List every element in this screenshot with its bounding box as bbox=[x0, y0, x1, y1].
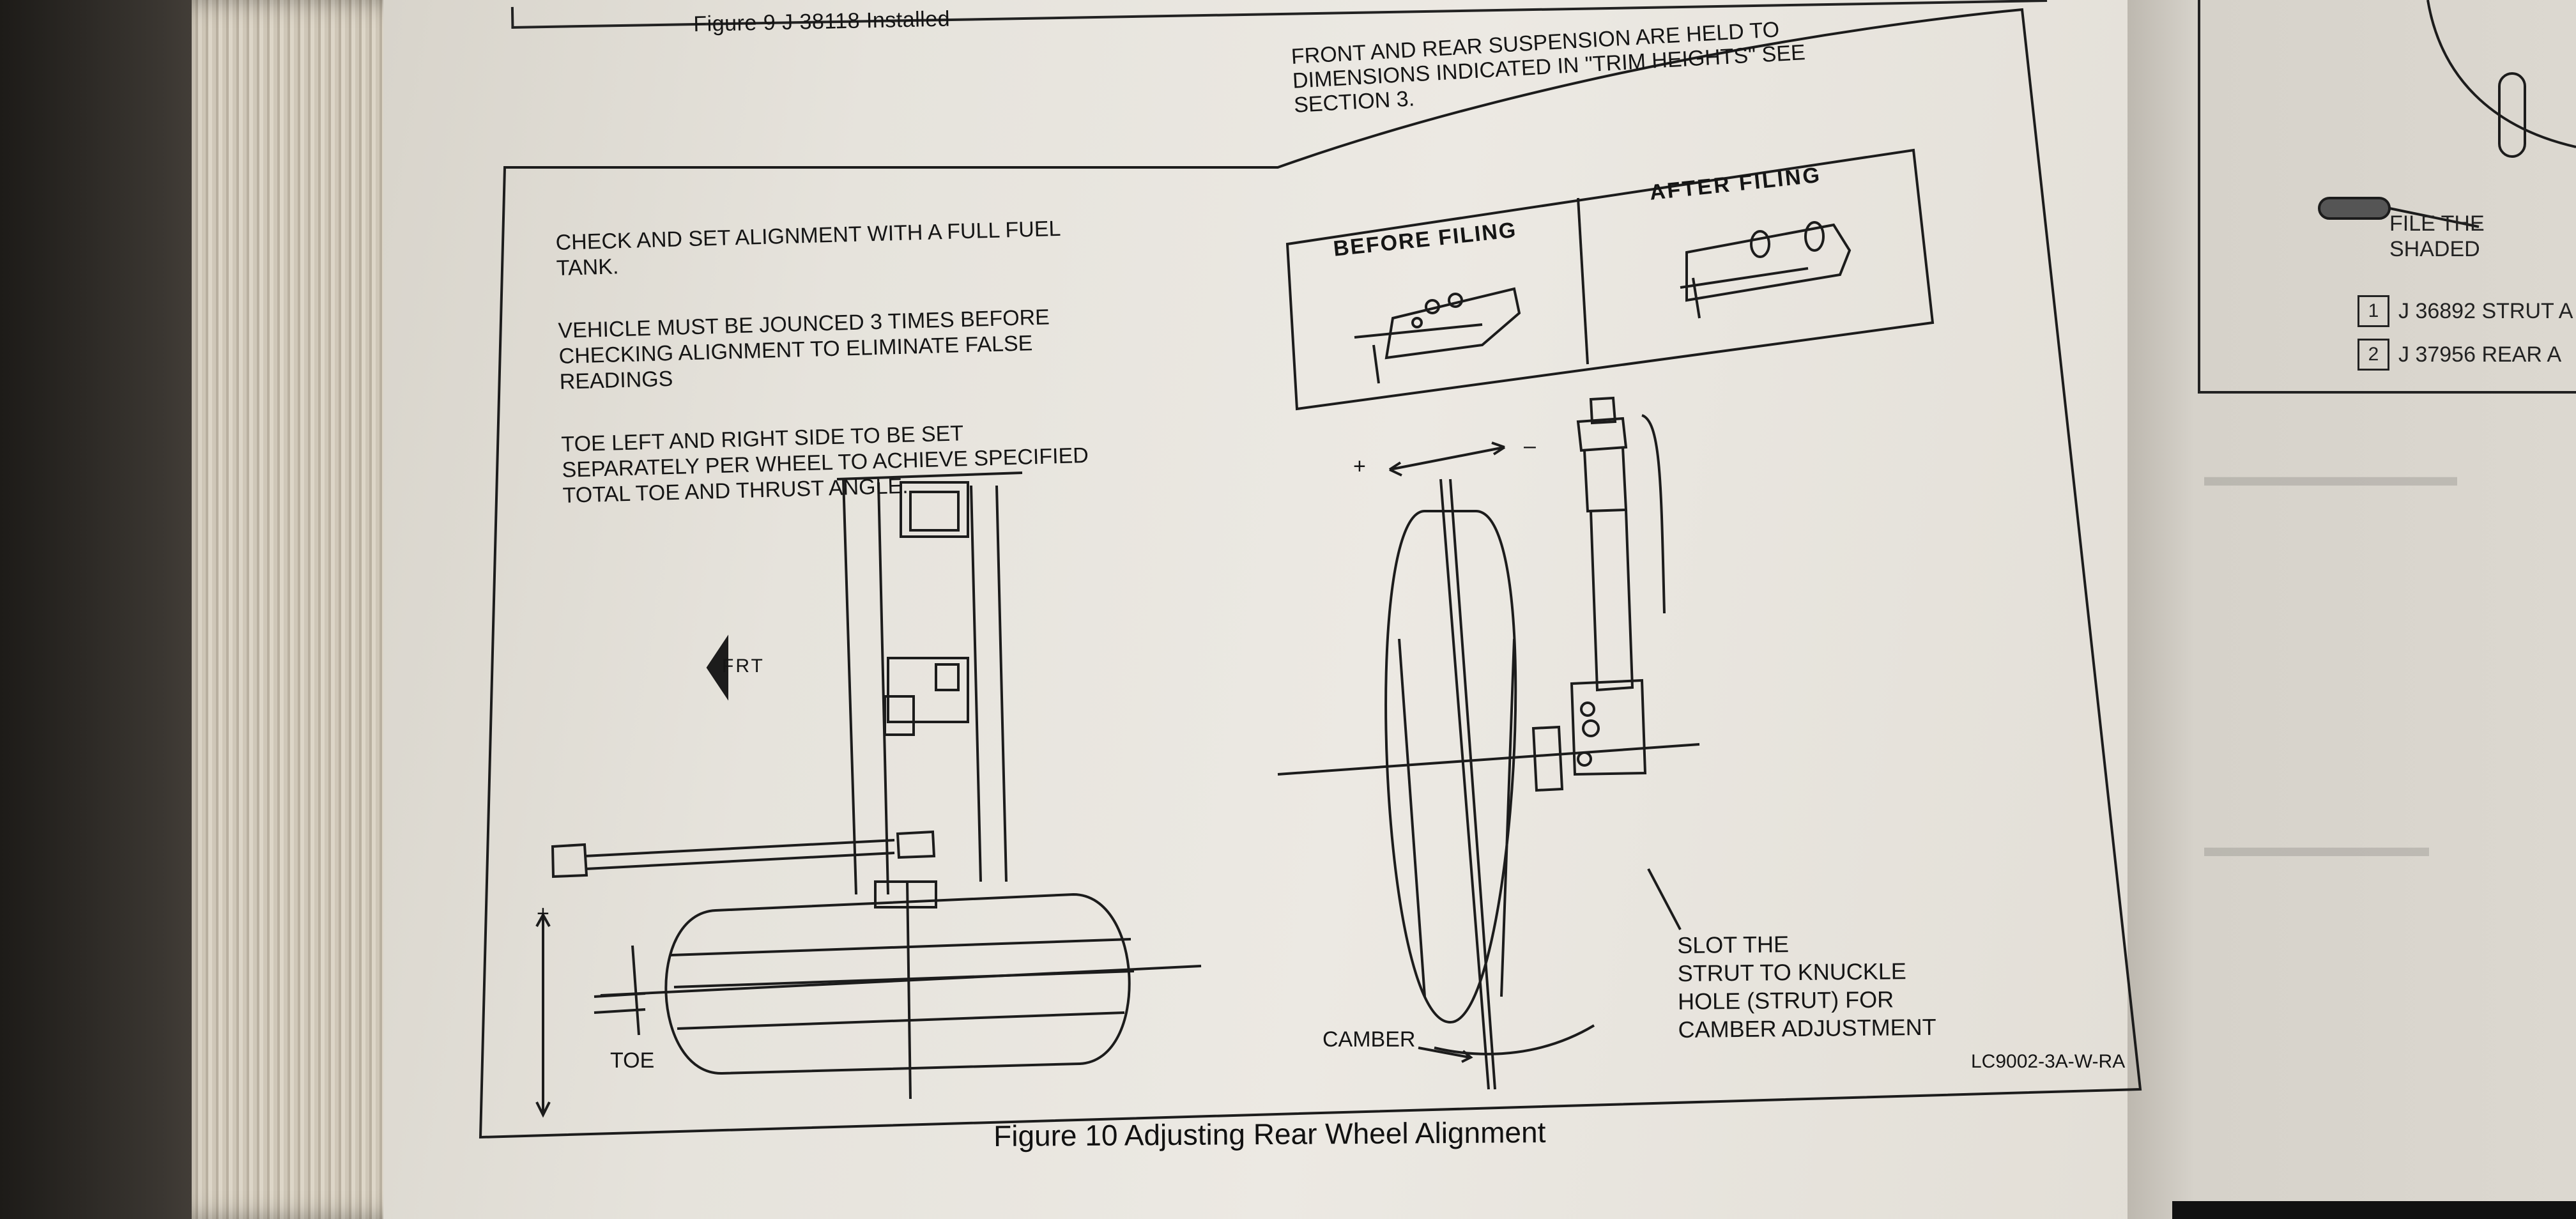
manual-page bbox=[383, 0, 2172, 1219]
camber-minus-label: – bbox=[1524, 434, 1536, 458]
front-arrow-icon bbox=[706, 634, 728, 701]
camber-label: CAMBER bbox=[1322, 1027, 1416, 1052]
frt-label: FRT bbox=[722, 656, 765, 677]
figure-code: LC9002-3A-W-RA bbox=[1971, 1051, 2126, 1072]
legend-text: J 36892 STRUT A bbox=[2398, 298, 2573, 323]
legend-number: 1 bbox=[2358, 295, 2389, 327]
right-figure-frame bbox=[2198, 0, 2576, 394]
file-shaded-note: FILE THE SHADED bbox=[2389, 211, 2485, 261]
filing-comparison-box bbox=[1285, 148, 1935, 411]
right-page-shadow bbox=[2172, 1201, 2576, 1219]
legend-item: 1 J 36892 STRUT A bbox=[2358, 295, 2573, 327]
bleed-through-text: ▬▬▬▬▬▬▬▬ bbox=[2204, 831, 2429, 862]
legend-number: 2 bbox=[2358, 339, 2389, 371]
toe-plus-label: + bbox=[537, 901, 549, 926]
toe-assembly bbox=[535, 471, 1202, 1118]
camber-assembly bbox=[1277, 396, 1700, 1090]
bleed-through-text: ▬▬▬▬▬▬▬▬▬ bbox=[2204, 461, 2457, 492]
figure10-frame bbox=[479, 8, 2142, 1139]
camber-plus-label: + bbox=[1353, 454, 1366, 479]
toe-label: TOE bbox=[610, 1048, 655, 1073]
legend-text: J 37956 REAR A bbox=[2398, 342, 2562, 367]
legend-item: 2 J 37956 REAR A bbox=[2358, 339, 2561, 371]
